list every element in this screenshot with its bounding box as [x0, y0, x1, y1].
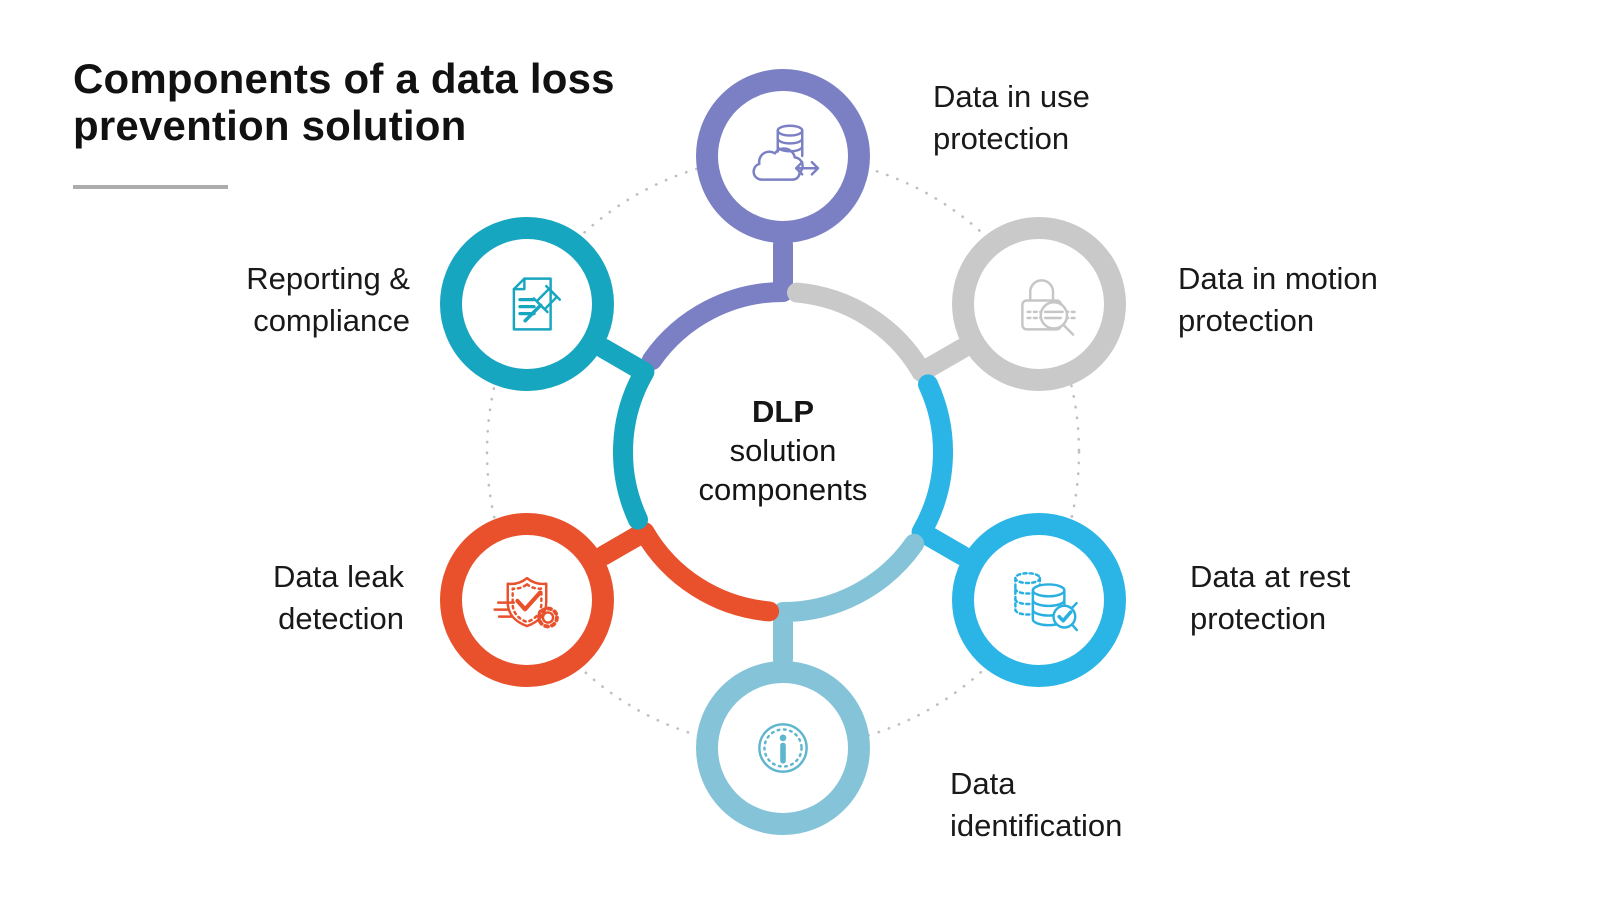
- node-label-line: protection: [933, 121, 1070, 156]
- node-circle-data-in-motion: [952, 217, 1126, 391]
- page-title-line1: Components of a data loss: [73, 55, 615, 102]
- node-label-data-in-use: Data in use protection: [933, 76, 1090, 160]
- node-label-line: Data: [950, 766, 1016, 801]
- hub-label-line2: solution: [729, 433, 837, 468]
- lock-magnifier-icon: [1021, 279, 1078, 336]
- hub-label: DLP solution components: [633, 392, 933, 509]
- ring-segment-data-leak-detection: [593, 522, 780, 622]
- hub-label-line3: components: [698, 472, 868, 507]
- node-label-data-identification: Data identification: [950, 763, 1122, 847]
- node-label-data-at-rest: Data at rest protection: [1190, 556, 1350, 640]
- ring-segment-reporting-compliance: [593, 338, 655, 530]
- node-label-line: detection: [278, 601, 404, 636]
- shield-check-gear-icon: [493, 576, 559, 629]
- ring-segment-data-at-rest: [911, 374, 973, 566]
- ring-segment-data-in-use: [641, 235, 793, 371]
- node-label-line: protection: [1178, 303, 1315, 338]
- ring-segment-data-in-motion: [787, 282, 973, 382]
- node-label-line: Data in use: [933, 79, 1090, 114]
- node-label-line: compliance: [253, 303, 410, 338]
- node-label-line: Data in motion: [1178, 261, 1378, 296]
- node-circle-reporting-compliance: [440, 217, 614, 391]
- node-circle-data-leak-detection: [440, 513, 614, 687]
- central-ring: [593, 235, 973, 669]
- node-circle-data-in-use: [696, 69, 870, 243]
- document-gavel-icon: [512, 277, 562, 331]
- node-label-line: Reporting &: [246, 261, 410, 296]
- node-label-line: identification: [950, 808, 1123, 843]
- node-label-reporting-compliance: Reporting & compliance: [156, 258, 410, 342]
- database-check-icon: [1014, 571, 1079, 632]
- title-divider: [73, 185, 228, 189]
- node-label-data-leak-detection: Data leak detection: [150, 556, 404, 640]
- hub-label-line1: DLP: [752, 394, 814, 429]
- info-icon: [758, 723, 808, 773]
- cloud-database-sync-icon: [752, 124, 820, 181]
- node-label-line: Data leak: [273, 559, 404, 594]
- node-label-data-in-motion: Data in motion protection: [1178, 258, 1378, 342]
- page-title-line2: prevention solution: [73, 102, 467, 149]
- node-label-line: Data at rest: [1190, 559, 1351, 594]
- page-title: Components of a data loss prevention sol…: [73, 55, 693, 149]
- ring-segment-data-identification: [773, 533, 925, 669]
- node-label-line: protection: [1190, 601, 1327, 636]
